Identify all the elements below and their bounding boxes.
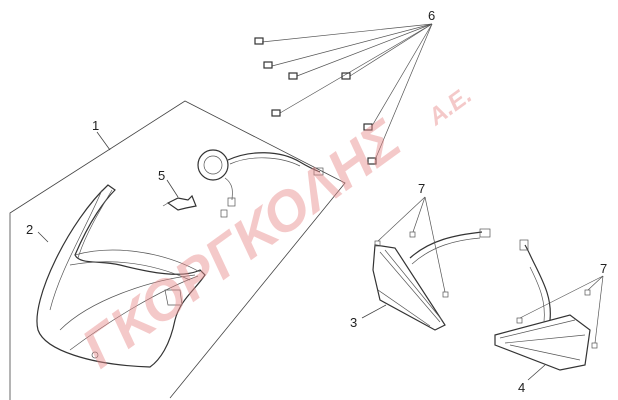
turn-signal-right — [372, 228, 491, 331]
leader-1 — [96, 131, 111, 151]
screws-group-7-left — [516, 275, 604, 349]
leader-3 — [361, 304, 387, 319]
callout-2: 2 — [26, 222, 33, 237]
callout-1: 1 — [92, 118, 99, 133]
socket-harness — [197, 149, 324, 218]
screws-group-6 — [254, 23, 433, 165]
leader-4 — [527, 364, 546, 381]
leader-2 — [37, 231, 49, 243]
bulb — [162, 194, 197, 211]
callout-7-left: 7 — [600, 261, 607, 276]
callout-7-right: 7 — [418, 181, 425, 196]
leader-5 — [166, 179, 179, 198]
watermark: ΓΚΟΡΓΚΟΛΗΣ Α.Ε. — [70, 82, 477, 380]
watermark-text: ΓΚΟΡΓΚΟΛΗΣ — [70, 107, 412, 380]
callout-4: 4 — [518, 380, 525, 395]
turn-signal-left — [494, 239, 591, 371]
callout-6: 6 — [428, 8, 435, 23]
callout-3: 3 — [350, 315, 357, 330]
watermark-suffix: Α.Ε. — [423, 82, 477, 132]
screws-group-7-right — [374, 196, 449, 298]
assembly-bracket — [9, 100, 346, 400]
callout-5: 5 — [158, 168, 165, 183]
headlight-lens — [36, 184, 206, 368]
